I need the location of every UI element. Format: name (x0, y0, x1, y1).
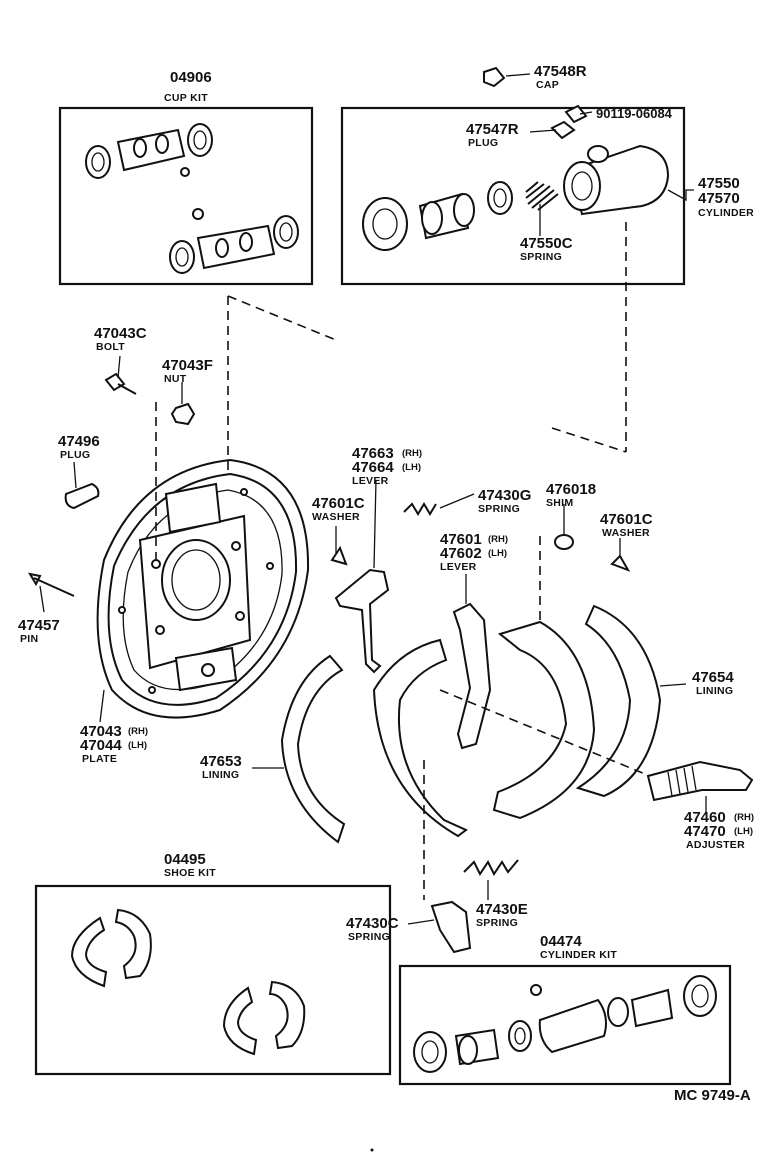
upper-spring-name: SPRING (478, 503, 520, 515)
cylinder-kit-number: 04474 (540, 933, 582, 950)
cup-kit-parts (85, 123, 299, 274)
middle-lever-number-2: 47602 (440, 545, 482, 562)
diagram-code: MC 9749-A (674, 1087, 751, 1104)
left-lining-name: LINING (202, 769, 239, 781)
cylinder-assembly-box (340, 106, 686, 286)
lower-right-spring-number: 47430E (476, 901, 528, 918)
right-washer-name: WASHER (602, 527, 650, 539)
shim-name: SHIM (546, 497, 573, 509)
right-washer-number: 47601C (600, 511, 653, 528)
guide-lines (155, 222, 651, 900)
middle-lever-name: LEVER (440, 561, 477, 573)
nut-number: 47043F (162, 357, 213, 374)
right-lining-name: LINING (696, 685, 733, 697)
plug-number: 47496 (58, 433, 100, 450)
upper-spring-number: 47430G (478, 487, 531, 504)
lower-left-spring-part (430, 900, 472, 954)
adjuster-suffix-1: (RH) (734, 812, 754, 823)
middle-lever-part (452, 602, 492, 750)
adjuster-number-2: 47470 (684, 823, 726, 840)
bolt-name: BOLT (96, 341, 125, 353)
plate-name: PLATE (82, 753, 117, 765)
plug-part (64, 482, 100, 510)
cup-kit-number: 04906 (170, 69, 212, 86)
shim-part (554, 534, 574, 550)
right-shoe-part (492, 620, 596, 820)
cylinder-assembly-parts (362, 104, 670, 251)
adjuster-number-1: 47460 (684, 809, 726, 826)
upper-lever-number-1: 47663 (352, 445, 394, 462)
cap-name: CAP (536, 79, 559, 91)
cylinder-number-2: 47570 (698, 190, 740, 207)
right-lining-part (575, 604, 662, 798)
bolt-90119-number: 90119-06084 (596, 106, 673, 121)
cylinder-kit-box (398, 964, 732, 1086)
leader-lines (39, 73, 707, 925)
lower-left-spring-number: 47430C (346, 915, 399, 932)
lower-left-spring-name: SPRING (348, 931, 390, 943)
nut-name: NUT (164, 373, 187, 385)
nut-part (170, 402, 196, 426)
left-washer-name: WASHER (312, 511, 360, 523)
pin-part (27, 572, 75, 597)
left-lining-part (280, 654, 346, 844)
washer-left-part (330, 545, 348, 566)
left-lining-number: 47653 (200, 753, 242, 770)
cylinder-kit-name: CYLINDER KIT (540, 949, 617, 961)
upper-spring-part (403, 502, 437, 516)
lower-right-spring-name: SPRING (476, 917, 518, 929)
pin-name: PIN (20, 633, 38, 645)
adjuster-suffix-2: (LH) (734, 826, 753, 837)
plug-name: PLUG (60, 449, 90, 461)
plate-number-1: 47043 (80, 723, 122, 740)
plate-suffix-2: (LH) (128, 740, 147, 751)
pin-number: 47457 (18, 617, 60, 634)
left-shoe-part (372, 638, 468, 838)
cup-kit-name: CUP KIT (164, 92, 208, 104)
cylinder-spring-number: 47550C (520, 235, 573, 252)
adjuster-part (646, 760, 754, 802)
adjuster-name: ADJUSTER (686, 839, 745, 851)
middle-lever-number-1: 47601 (440, 531, 482, 548)
cylinder-plug-number: 47547R (466, 121, 519, 138)
washer-right-part (610, 554, 631, 572)
cylinder-plug-name: PLUG (468, 137, 498, 149)
shoe-kit-parts (70, 908, 306, 1056)
plate-suffix-1: (RH) (128, 726, 148, 737)
shoe-kit-box (34, 884, 392, 1076)
bolt-part (104, 372, 137, 395)
shim-number: 476018 (546, 481, 596, 498)
print-dot (370, 1148, 374, 1152)
cap-part (483, 66, 506, 88)
upper-lever-suffix-1: (RH) (402, 448, 422, 459)
shoe-kit-number: 04495 (164, 851, 206, 868)
upper-lever-number-2: 47664 (352, 459, 394, 476)
upper-lever-part (334, 568, 390, 674)
cylinder-name: CYLINDER (698, 207, 754, 219)
cylinder-kit-parts (413, 975, 717, 1073)
upper-lever-suffix-2: (LH) (402, 462, 421, 473)
plate-number-2: 47044 (80, 737, 122, 754)
upper-lever-name: LEVER (352, 475, 389, 487)
middle-lever-suffix-1: (RH) (488, 534, 508, 545)
cylinder-number-1: 47550 (698, 175, 740, 192)
bolt-number: 47043C (94, 325, 147, 342)
cylinder-spring-name: SPRING (520, 251, 562, 263)
cap-number: 47548R (534, 63, 587, 80)
lower-right-spring-part (463, 859, 519, 876)
cup-kit-box (58, 106, 314, 286)
left-washer-number: 47601C (312, 495, 365, 512)
shoe-kit-name: SHOE KIT (164, 867, 216, 879)
right-lining-number: 47654 (692, 669, 734, 686)
middle-lever-suffix-2: (LH) (488, 548, 507, 559)
backing-plate (96, 458, 310, 719)
